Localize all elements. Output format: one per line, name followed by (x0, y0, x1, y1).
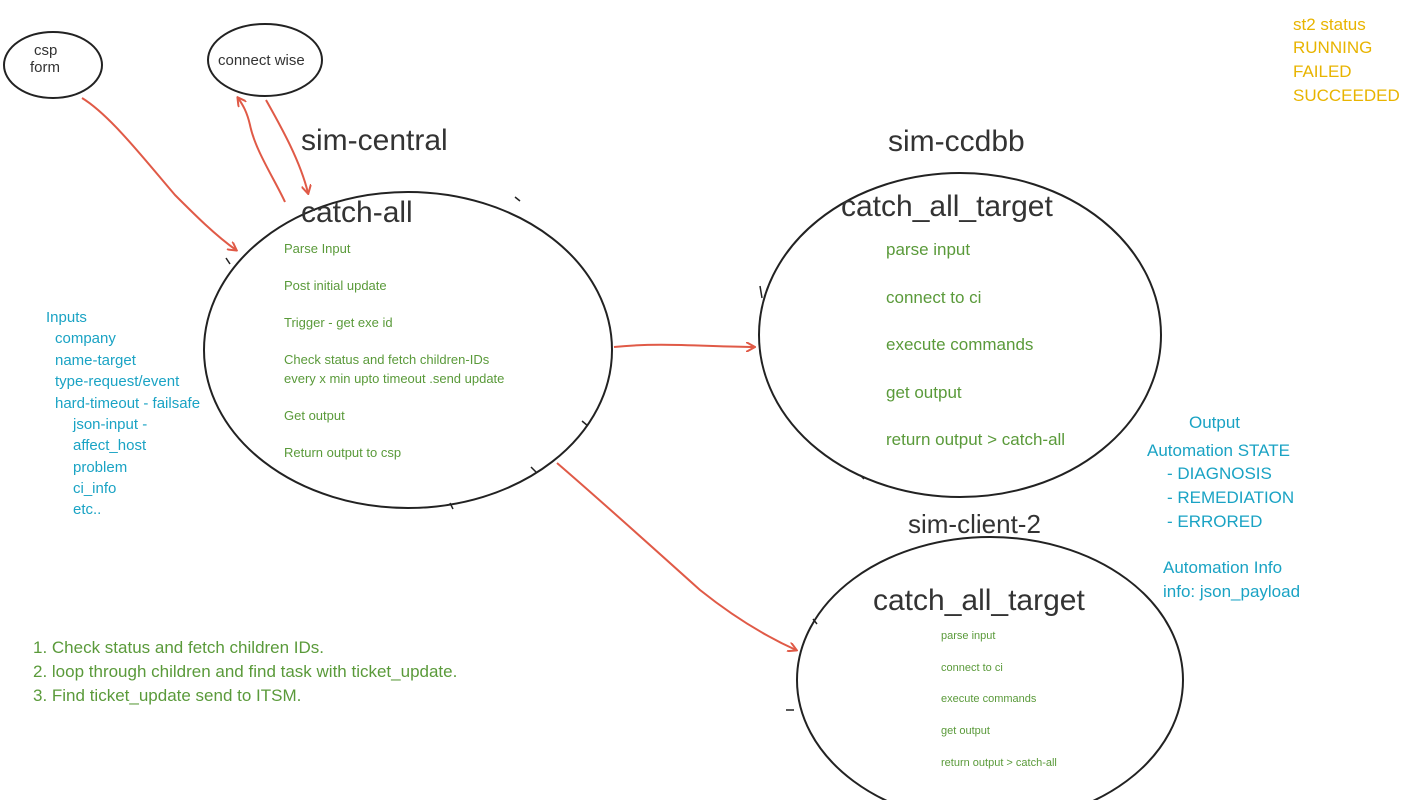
automation-state-item: - ERRORED (1167, 512, 1263, 531)
sim-central-title: sim-central (301, 124, 448, 157)
inputs-subitem: ci_info (73, 480, 117, 497)
sim-ccdbb-step: get output (886, 383, 962, 402)
inputs-item: type-request/event (55, 373, 180, 390)
sim-ccdbb-step: return output > catch-all (886, 430, 1066, 449)
sim-client-2-step: parse input (941, 630, 996, 642)
automation-info-header: Automation Info (1163, 558, 1283, 577)
ellipse-tick-marks (225, 196, 865, 711)
output-header: Output (1189, 413, 1241, 432)
csp-form-label-1: csp (34, 42, 58, 59)
inputs-header: Inputs (46, 309, 87, 326)
sim-client-2-step: return output > catch-all (941, 757, 1057, 769)
sim-client-2-step: connect to ci (941, 662, 1003, 674)
sim-central-step: Trigger - get exe id (284, 315, 393, 330)
note-item: 1. Check status and fetch children IDs. (33, 638, 325, 657)
sim-central-step: Return output to csp (284, 445, 402, 460)
st2-status-item: RUNNING (1293, 38, 1373, 57)
sim-client-2-heading: catch_all_target (873, 584, 1085, 617)
inputs-subitem: json-input - (73, 416, 148, 433)
inputs-item: company (55, 330, 116, 347)
inputs-item: hard-timeout - failsafe (55, 395, 201, 412)
sim-ccdbb-ellipse (758, 172, 1162, 498)
csp-form-node (3, 31, 103, 99)
sim-ccdbb-title: sim-ccdbb (888, 125, 1025, 158)
sim-central-step: every x min upto timeout .send update (284, 371, 505, 386)
st2-status-header: st2 status (1293, 15, 1366, 34)
arrow-connectwise-to-catch-all (265, 99, 308, 193)
st2-status-item: SUCCEEDED (1293, 86, 1400, 105)
sim-central-heading: catch-all (301, 196, 413, 229)
csp-form-label-2: form (30, 59, 60, 76)
sim-client-2-title: sim-client-2 (908, 509, 1041, 539)
note-item: 2. loop through children and find task w… (33, 662, 458, 681)
sim-central-ellipse (203, 191, 613, 509)
sim-central-step: Get output (284, 408, 345, 423)
sim-ccdbb-heading: catch_all_target (841, 190, 1053, 223)
connect-wise-node (207, 23, 323, 97)
automation-state-item: - DIAGNOSIS (1167, 464, 1272, 483)
automation-state-item: - REMEDIATION (1167, 488, 1295, 507)
arrow-csp-to-catch-all (81, 97, 236, 250)
connect-wise-label: connect wise (218, 52, 305, 69)
automation-info-value: info: json_payload (1163, 582, 1301, 601)
automation-state-header: Automation STATE (1147, 441, 1290, 460)
st2-status-item: FAILED (1293, 62, 1352, 81)
inputs-subitem: affect_host (73, 437, 147, 454)
arrow-central-to-client-2 (556, 462, 796, 650)
sim-client-2-step: get output (941, 725, 990, 737)
sim-client-2-step: execute commands (941, 693, 1037, 705)
inputs-item: name-target (55, 352, 136, 369)
sim-ccdbb-step: parse input (886, 240, 971, 259)
sim-central-step: Post initial update (284, 278, 387, 293)
sim-central-step: Check status and fetch children-IDs (284, 352, 490, 367)
arrow-central-to-ccdbb (613, 345, 754, 347)
sim-client-2-ellipse (796, 536, 1184, 800)
inputs-subitem: problem (73, 459, 128, 476)
sim-ccdbb-step: connect to ci (886, 288, 982, 307)
sim-ccdbb-step: execute commands (886, 335, 1034, 354)
inputs-subitem: etc.. (73, 501, 102, 518)
arrow-catch-all-to-connectwise (238, 98, 286, 203)
sim-central-step: Parse Input (284, 241, 351, 256)
note-item: 3. Find ticket_update send to ITSM. (33, 686, 302, 705)
